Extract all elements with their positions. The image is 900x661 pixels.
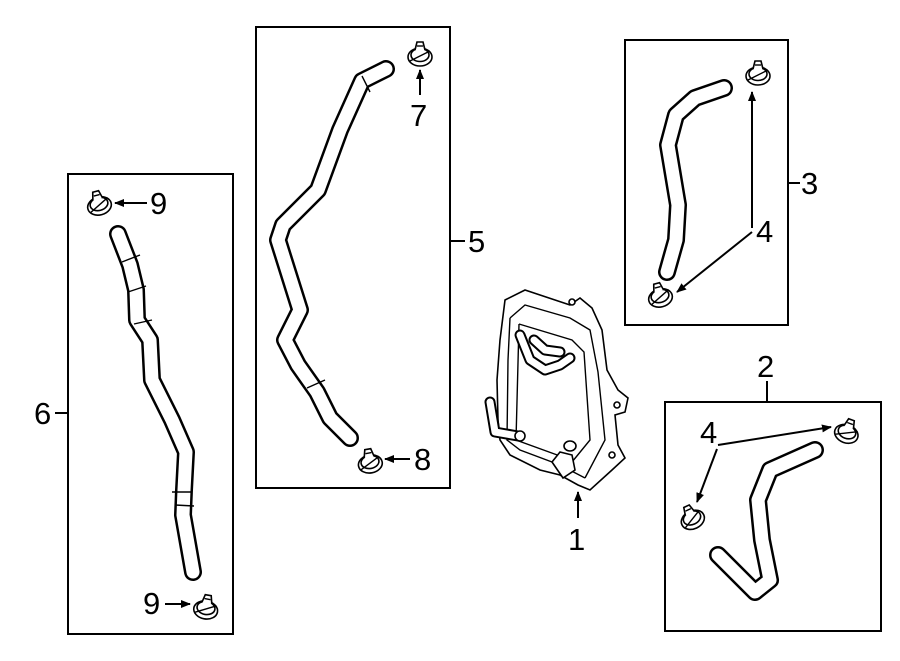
callout-2: 2 bbox=[757, 349, 774, 384]
hose-clamp-icon bbox=[674, 500, 709, 534]
callout-1: 1 bbox=[568, 522, 585, 557]
hose-clamp-icon bbox=[407, 41, 433, 67]
hose-group-6: 6 9 9 bbox=[34, 173, 234, 635]
hose-group-2: 2 4 bbox=[664, 349, 882, 632]
callout-5: 5 bbox=[468, 224, 485, 259]
callout-3: 3 bbox=[801, 166, 818, 201]
arrow-4-down bbox=[676, 231, 753, 293]
callout-6: 6 bbox=[34, 396, 51, 431]
hose-clamp-icon bbox=[745, 60, 771, 86]
callout-8: 8 bbox=[414, 442, 431, 477]
hose-5 bbox=[269, 60, 395, 447]
callout-9-bottom: 9 bbox=[143, 586, 160, 621]
hose-group-3: 3 4 bbox=[624, 39, 818, 326]
callout-4-upper: 4 bbox=[756, 214, 773, 249]
hose-clamp-icon bbox=[191, 592, 221, 622]
box-2 bbox=[664, 401, 882, 632]
hose-group-5: 5 7 8 bbox=[255, 26, 485, 489]
callout-7: 7 bbox=[410, 98, 427, 133]
hose-clamp-icon bbox=[83, 187, 115, 219]
callout-4-lower: 4 bbox=[700, 415, 717, 450]
arrow-4-right bbox=[717, 424, 832, 446]
hose-clamp-icon bbox=[355, 446, 385, 476]
hose-clamp-icon bbox=[831, 414, 864, 448]
box-6 bbox=[67, 173, 234, 635]
box-5 bbox=[255, 26, 451, 489]
oil-cooler-icon bbox=[484, 289, 629, 491]
hose-clamp-icon bbox=[644, 279, 676, 311]
callout-9-top: 9 bbox=[150, 186, 167, 221]
arrow-4-left bbox=[696, 448, 718, 503]
